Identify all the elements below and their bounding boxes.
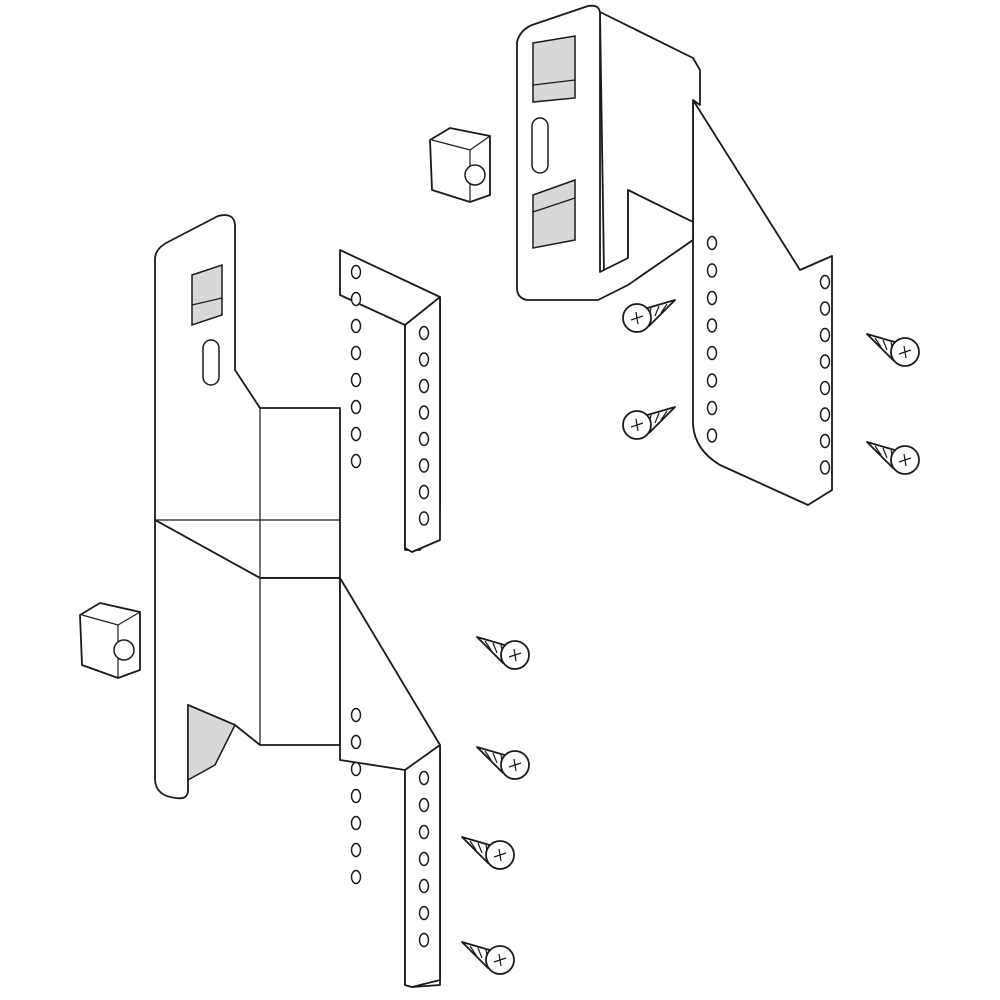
screw <box>622 406 676 440</box>
mounting-hole <box>350 707 362 723</box>
mounting-hole <box>418 770 430 786</box>
mounting-hole <box>350 815 362 831</box>
mounting-hole <box>418 797 430 813</box>
mounting-hole <box>819 407 831 422</box>
mounting-hole <box>706 290 718 306</box>
mounting-hole <box>706 263 718 278</box>
mounting-hole <box>819 460 831 475</box>
bracket-holes <box>706 235 831 475</box>
mounting-hole <box>418 878 430 894</box>
mounting-hole <box>418 458 430 473</box>
mounting-hole <box>418 824 430 840</box>
mounting-hole <box>706 428 718 443</box>
mounting-hole <box>350 372 362 388</box>
mounting-hole <box>819 380 831 396</box>
screw <box>622 299 676 333</box>
cage-nut <box>429 127 491 203</box>
mounting-hole <box>350 345 362 361</box>
mounting-hole <box>350 453 362 469</box>
mounting-hole <box>706 400 718 416</box>
upper-right-bracket <box>516 4 833 506</box>
mounting-hole <box>418 484 430 500</box>
mounting-hole <box>706 235 718 251</box>
mounting-hole <box>418 431 430 447</box>
bracket-holes <box>350 264 430 948</box>
screw <box>461 836 515 870</box>
mounting-hole <box>819 354 831 369</box>
mounting-hole <box>418 352 430 367</box>
mounting-hole <box>819 274 831 290</box>
mounting-hole <box>350 291 362 307</box>
mounting-hole <box>819 433 831 449</box>
mounting-hole <box>418 325 430 341</box>
screw <box>866 333 920 367</box>
mounting-hole <box>350 264 362 280</box>
mounting-hole <box>418 378 430 394</box>
screw <box>476 746 530 780</box>
mounting-hole <box>350 761 362 777</box>
mounting-hole <box>350 842 362 858</box>
mounting-hole <box>350 426 362 442</box>
mounting-hole <box>350 869 362 885</box>
lower-left-bracket <box>154 214 441 988</box>
mounting-hole <box>418 905 430 921</box>
mounting-hole <box>706 373 718 388</box>
mounting-hole <box>350 788 362 804</box>
screws <box>461 299 920 975</box>
mounting-hole <box>418 405 430 420</box>
mounting-hole <box>418 511 430 526</box>
mounting-hole <box>418 851 430 867</box>
mounting-hole <box>350 399 362 415</box>
mounting-hole <box>819 301 831 316</box>
mounting-hole <box>706 345 718 361</box>
mounting-hole <box>418 932 430 948</box>
screw <box>461 941 515 975</box>
mounting-hole <box>350 734 362 750</box>
mounting-hole <box>819 327 831 343</box>
cage-nut <box>79 602 141 679</box>
screw <box>476 636 530 670</box>
screw <box>866 441 920 475</box>
mounting-hole <box>350 318 362 334</box>
mounting-hole <box>706 318 718 333</box>
